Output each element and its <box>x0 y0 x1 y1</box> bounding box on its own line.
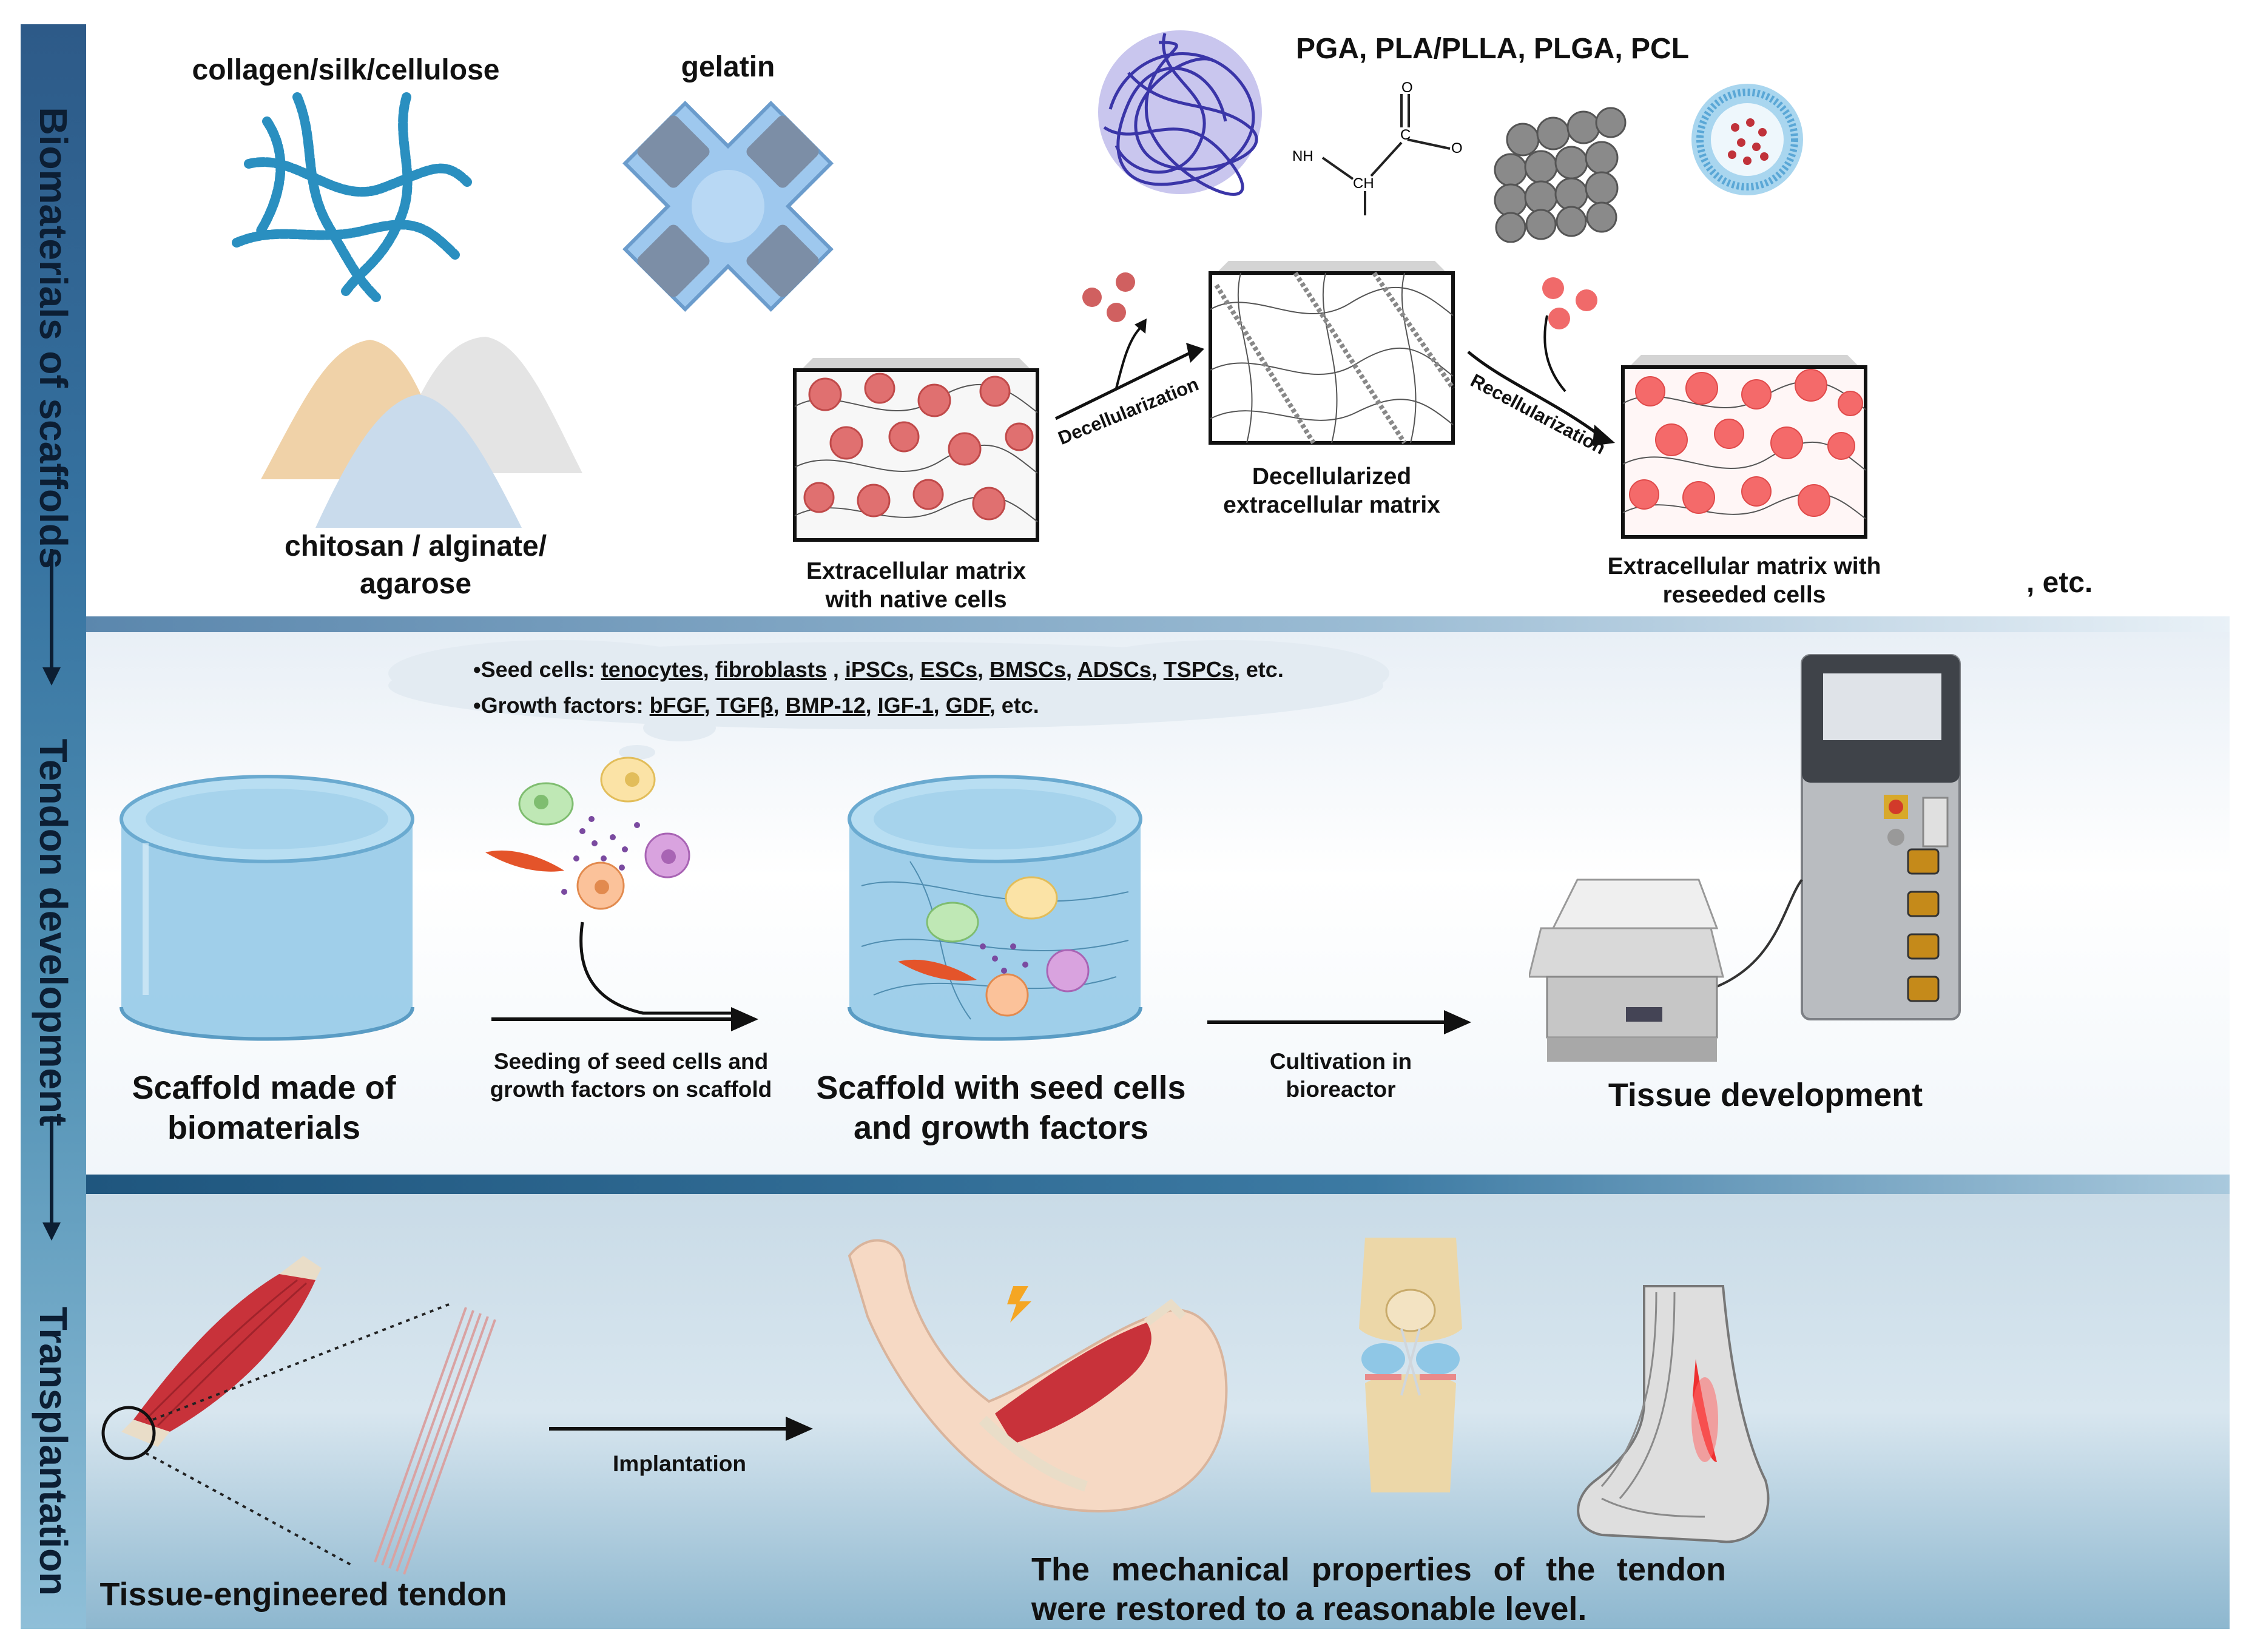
gelatin-illustration <box>622 101 834 312</box>
info-cloud <box>388 640 1389 760</box>
chemical-formula-illustration: O C O NH CH <box>1292 79 1463 215</box>
chem-oxygen-top: O <box>1401 79 1413 96</box>
label-ecm-native: Extracellular matrix with native cells <box>758 557 1074 614</box>
bioreactor-illustration <box>1529 654 1961 1062</box>
seed-item-bmscs: BMSCs <box>989 657 1067 682</box>
label-scaffold-biomaterials: Scaffold made of biomaterials <box>91 1068 437 1148</box>
label-cultivation-line2: bioreactor <box>1286 1077 1396 1102</box>
tissue-engineered-tendon-illustration <box>101 1256 496 1575</box>
label-ecm-native-line2: with native cells <box>825 587 1007 613</box>
foot-achilles-illustration <box>1577 1285 1770 1543</box>
label-ecm-native-line1: Extracellular matrix <box>806 558 1027 584</box>
label-tissue-development: Tissue development <box>1608 1077 1923 1113</box>
side-arrow-1 <box>42 549 61 686</box>
label-ecm-reseeded-line1: Extracellular matrix with <box>1607 553 1881 579</box>
label-gelatin: gelatin <box>681 51 775 83</box>
label-tissue-engineered-tendon: Tissue-engineered tendon <box>99 1576 507 1613</box>
seed-cells-line: •Seed cells: tenocytes, fibroblasts , iP… <box>473 657 1284 682</box>
seed-item-tenocytes: tenocytes <box>601 657 703 682</box>
label-scaffold-seed-cells: Scaffold with seed cells and growth fact… <box>789 1068 1213 1148</box>
growth-item-igf1: IGF-1 <box>877 693 934 718</box>
implantation-arrow <box>549 1417 813 1441</box>
growth-item-gdf: GDF <box>945 693 990 718</box>
conclusion-line2: were restored to a reasonable level. <box>1031 1591 1587 1627</box>
label-implantation: Implantation <box>613 1451 746 1476</box>
side-arrow-2 <box>42 1116 61 1241</box>
seed-item-adscs: ADSCs <box>1077 657 1151 682</box>
decellularization-arrow <box>1054 272 1204 420</box>
section-divider-2 <box>86 1175 2230 1194</box>
chem-carbon: C <box>1400 127 1411 143</box>
seed-item-tspcs: TSPCs <box>1163 657 1234 682</box>
porous-cube-illustration <box>1494 107 1627 243</box>
decellularized-ecm-box <box>1209 261 1455 445</box>
ecm-native-cells-box <box>793 358 1039 542</box>
label-ecm-reseeded: Extracellular matrix with reseeded cells <box>1577 552 1911 609</box>
label-ecm-reseeded-line2: reseeded cells <box>1662 582 1826 608</box>
label-chitosan-line1: chitosan / alginate/ <box>284 530 547 562</box>
seed-cells-prefix: •Seed cells: <box>473 657 601 682</box>
cultivation-arrow <box>1207 1010 1471 1034</box>
knee-joint-illustration <box>1359 1238 1462 1492</box>
conclusion-line1: The mechanical properties of the tendon <box>1031 1551 1726 1588</box>
ecm-reseeded-cells-box <box>1621 355 1867 539</box>
label-chitosan: chitosan / alginate/ agarose <box>243 528 588 603</box>
side-label-tendon-development: Tendon development <box>32 738 75 1127</box>
growth-item-bmp12: BMP-12 <box>785 693 866 718</box>
label-decellularized-ecm: Decellularized extracellular matrix <box>1177 462 1486 519</box>
chem-oxygen-minus: O <box>1451 140 1463 157</box>
scaffold-cylinder-illustration <box>120 775 414 1041</box>
label-cultivation-line1: Cultivation in <box>1269 1049 1412 1074</box>
label-synthetic-polymers: PGA, PLA/PLLA, PLGA, PCL <box>1295 33 1690 65</box>
growth-factors-line: •Growth factors: bFGF, TGFβ, BMP-12, IGF… <box>473 693 1039 718</box>
growth-factors-prefix: •Growth factors: <box>473 693 650 718</box>
label-seeding: Seeding of seed cells and growth factors… <box>473 1048 789 1104</box>
seed-item-ipscs: iPSCs <box>845 657 908 682</box>
label-collagen: collagen/silk/cellulose <box>192 54 500 86</box>
collagen-fibers-illustration <box>232 92 472 302</box>
recellularization-arrow <box>1467 277 1615 446</box>
label-scaffold-line1: Scaffold made of <box>132 1070 396 1106</box>
chem-ch: CH <box>1353 175 1374 192</box>
side-label-transplantation: Transplantation <box>32 1306 75 1596</box>
label-cultivation: Cultivation in bioreactor <box>1226 1048 1456 1104</box>
polymer-coil-illustration <box>1098 30 1262 196</box>
label-decellularized-line1: Decellularized <box>1252 464 1412 490</box>
label-seeding-line1: Seeding of seed cells and <box>493 1049 769 1074</box>
growth-item-tgfb: TGFβ <box>716 693 774 718</box>
label-chitosan-line2: agarose <box>359 568 472 600</box>
seed-cells-illustration <box>485 757 758 1031</box>
nanoparticle-illustration <box>1691 84 1803 195</box>
arm-implant-illustration <box>848 1239 1228 1512</box>
chem-nh: NH <box>1292 148 1313 164</box>
label-scaffold-seed-line1: Scaffold with seed cells <box>816 1070 1186 1106</box>
scaffold-with-cells-illustration <box>848 775 1142 1041</box>
label-scaffold-seed-line2: and growth factors <box>853 1110 1149 1146</box>
side-label-biomaterials: Biomaterials of scaffolds <box>32 107 75 569</box>
label-scaffold-line2: biomaterials <box>167 1110 361 1146</box>
label-decellularized-line2: extracellular matrix <box>1223 492 1440 518</box>
seed-item-escs: ESCs <box>920 657 977 682</box>
seed-item-fibroblasts: fibroblasts <box>715 657 827 682</box>
sidebar-strip <box>21 24 86 1629</box>
growth-item-bfgf: bFGF <box>649 693 704 718</box>
polysaccharide-powder-illustration <box>261 337 582 528</box>
label-seeding-line2: growth factors on scaffold <box>490 1077 772 1102</box>
label-etc: , etc. <box>2026 567 2093 599</box>
section-divider-1 <box>86 616 2230 632</box>
